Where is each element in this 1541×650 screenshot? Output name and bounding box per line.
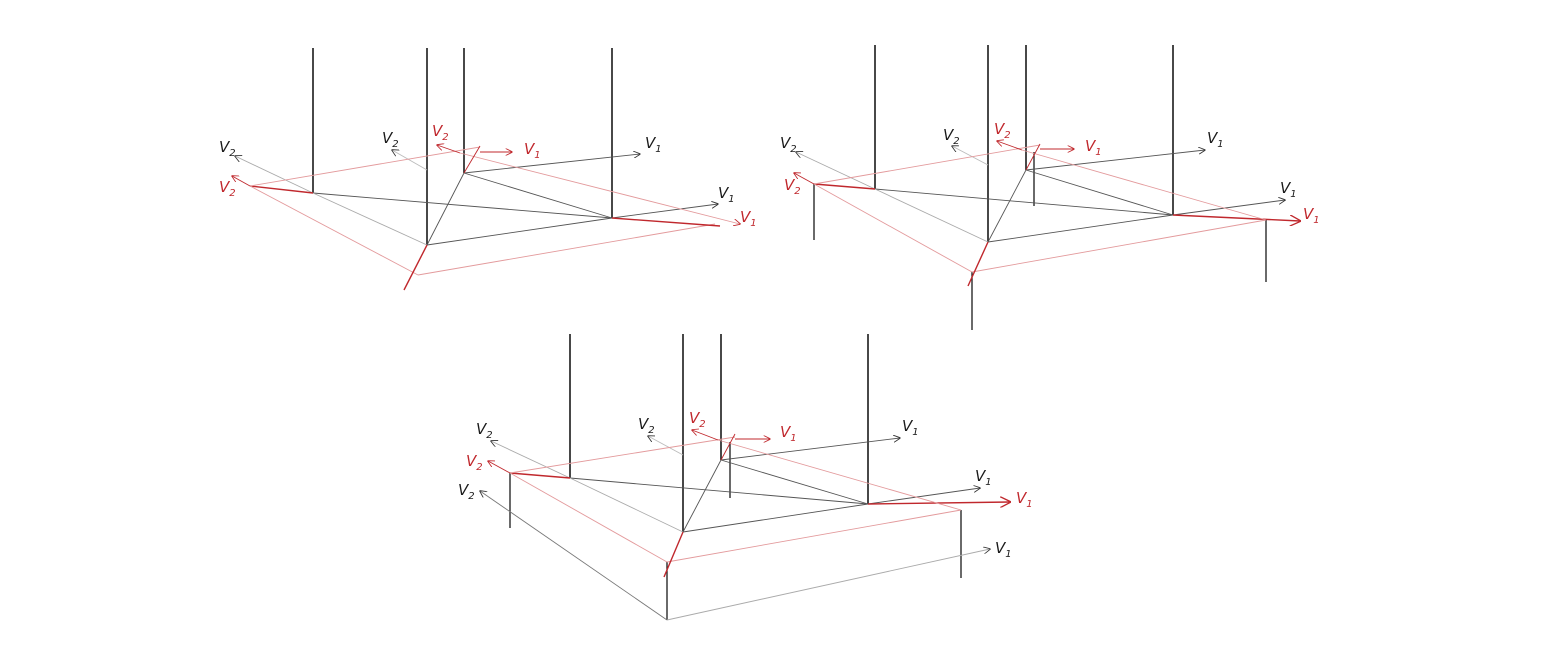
panel-top-left-labels: V1 V1 V1 V1 V2 V2 V2 V2 bbox=[219, 122, 757, 229]
svg-text:V2: V2 bbox=[219, 138, 236, 159]
svg-text:V2: V2 bbox=[638, 415, 655, 436]
svg-text:V1: V1 bbox=[975, 467, 992, 488]
svg-text:V2: V2 bbox=[476, 420, 493, 441]
svg-text:V2: V2 bbox=[689, 409, 706, 430]
red-construction bbox=[794, 141, 1300, 287]
vertical-posts bbox=[312, 48, 613, 245]
vertical-posts bbox=[874, 45, 1174, 242]
svg-text:V2: V2 bbox=[458, 481, 475, 502]
svg-text:V2: V2 bbox=[466, 452, 483, 473]
svg-text:V1: V1 bbox=[902, 417, 919, 438]
svg-text:V2: V2 bbox=[382, 129, 399, 150]
panel-top-right-labels: V1 V1 V1 V1 V2 V2 V2 V2 bbox=[780, 120, 1320, 226]
red-construction bbox=[232, 145, 740, 291]
red-construction bbox=[488, 430, 1010, 578]
svg-text:V1: V1 bbox=[645, 134, 662, 155]
svg-text:V1: V1 bbox=[524, 140, 541, 161]
svg-text:V1: V1 bbox=[1207, 129, 1224, 150]
svg-text:V2: V2 bbox=[219, 178, 236, 199]
svg-text:V2: V2 bbox=[780, 134, 797, 155]
svg-text:V1: V1 bbox=[1016, 489, 1033, 510]
panel-top-right: V1 V1 V1 V1 V2 V2 V2 V2 bbox=[780, 45, 1320, 330]
svg-text:V1: V1 bbox=[1085, 137, 1102, 158]
ground-lines bbox=[480, 436, 990, 621]
svg-text:V1: V1 bbox=[780, 423, 797, 444]
ground-lines bbox=[235, 150, 718, 246]
svg-text:V1: V1 bbox=[1280, 179, 1297, 200]
svg-text:V1: V1 bbox=[718, 184, 735, 205]
svg-text:V2: V2 bbox=[784, 176, 801, 197]
panel-bottom-center-labels: V1 V1 V1 V1 V1 V2 V2 V2 V2 V2 bbox=[458, 409, 1033, 560]
drop-lines bbox=[509, 442, 962, 620]
vertical-posts bbox=[569, 334, 869, 532]
svg-text:V2: V2 bbox=[943, 126, 960, 147]
svg-text:V1: V1 bbox=[995, 539, 1012, 560]
ground-lines bbox=[796, 146, 1285, 243]
panel-bottom-center: V1 V1 V1 V1 V1 V2 V2 V2 V2 V2 bbox=[458, 334, 1033, 621]
panel-top-left: V1 V1 V1 V1 V2 V2 V2 V2 bbox=[219, 48, 757, 291]
svg-text:V2: V2 bbox=[994, 120, 1011, 141]
drop-lines bbox=[813, 152, 1267, 330]
svg-text:V1: V1 bbox=[740, 208, 757, 229]
svg-text:V2: V2 bbox=[432, 122, 449, 143]
svg-text:V1: V1 bbox=[1303, 205, 1320, 226]
